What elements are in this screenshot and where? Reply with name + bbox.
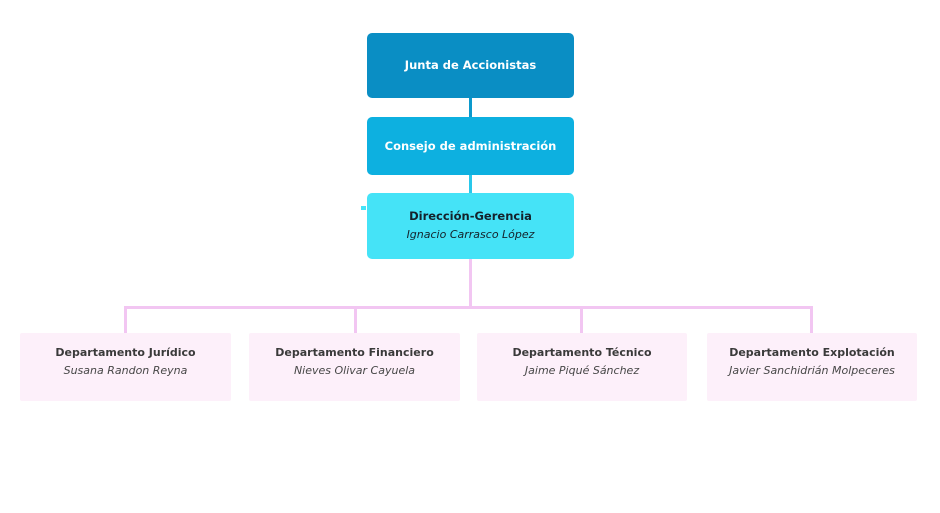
connector-level2-level3	[469, 175, 472, 193]
org-node-departamento-tecnico[interactable]: Departamento Técnico Jaime Piqué Sánchez	[477, 333, 687, 401]
node-title: Junta de Accionistas	[404, 58, 537, 73]
department-person-name: Javier Sanchidrián Molpeceres	[729, 363, 895, 377]
node-title: Consejo de administración	[384, 138, 557, 153]
node-side-tick	[361, 206, 366, 210]
department-title: Departamento Financiero	[275, 346, 434, 359]
connector-drop-juridico	[124, 306, 127, 333]
connector-drop-explotacion	[810, 306, 813, 333]
node-title: Dirección-Gerencia	[409, 209, 532, 224]
connector-drop-financiero	[354, 306, 357, 333]
department-title: Departamento Técnico	[512, 346, 652, 359]
org-node-departamento-explotacion[interactable]: Departamento Explotación Javier Sanchidr…	[707, 333, 917, 401]
org-node-direccion-gerencia[interactable]: Dirección-Gerencia Ignacio Carrasco Lópe…	[367, 193, 574, 259]
department-person-name: Jaime Piqué Sánchez	[524, 363, 640, 377]
department-title: Departamento Jurídico	[55, 346, 196, 359]
department-title: Departamento Explotación	[729, 346, 895, 359]
node-person-name: Ignacio Carrasco López	[406, 228, 535, 242]
org-node-departamento-juridico[interactable]: Departamento Jurídico Susana Randon Reyn…	[20, 333, 231, 401]
org-node-departamento-financiero[interactable]: Departamento Financiero Nieves Olivar Ca…	[249, 333, 460, 401]
org-node-consejo-de-administracion[interactable]: Consejo de administración	[367, 117, 574, 175]
department-person-name: Nieves Olivar Cayuela	[293, 363, 416, 377]
connector-branch-horizontal	[124, 306, 813, 309]
org-node-junta-de-accionistas[interactable]: Junta de Accionistas	[367, 33, 574, 98]
department-person-name: Susana Randon Reyna	[63, 363, 188, 377]
connector-level1-level2	[469, 98, 472, 117]
connector-level3-to-branch	[469, 259, 472, 307]
connector-drop-tecnico	[580, 306, 583, 333]
